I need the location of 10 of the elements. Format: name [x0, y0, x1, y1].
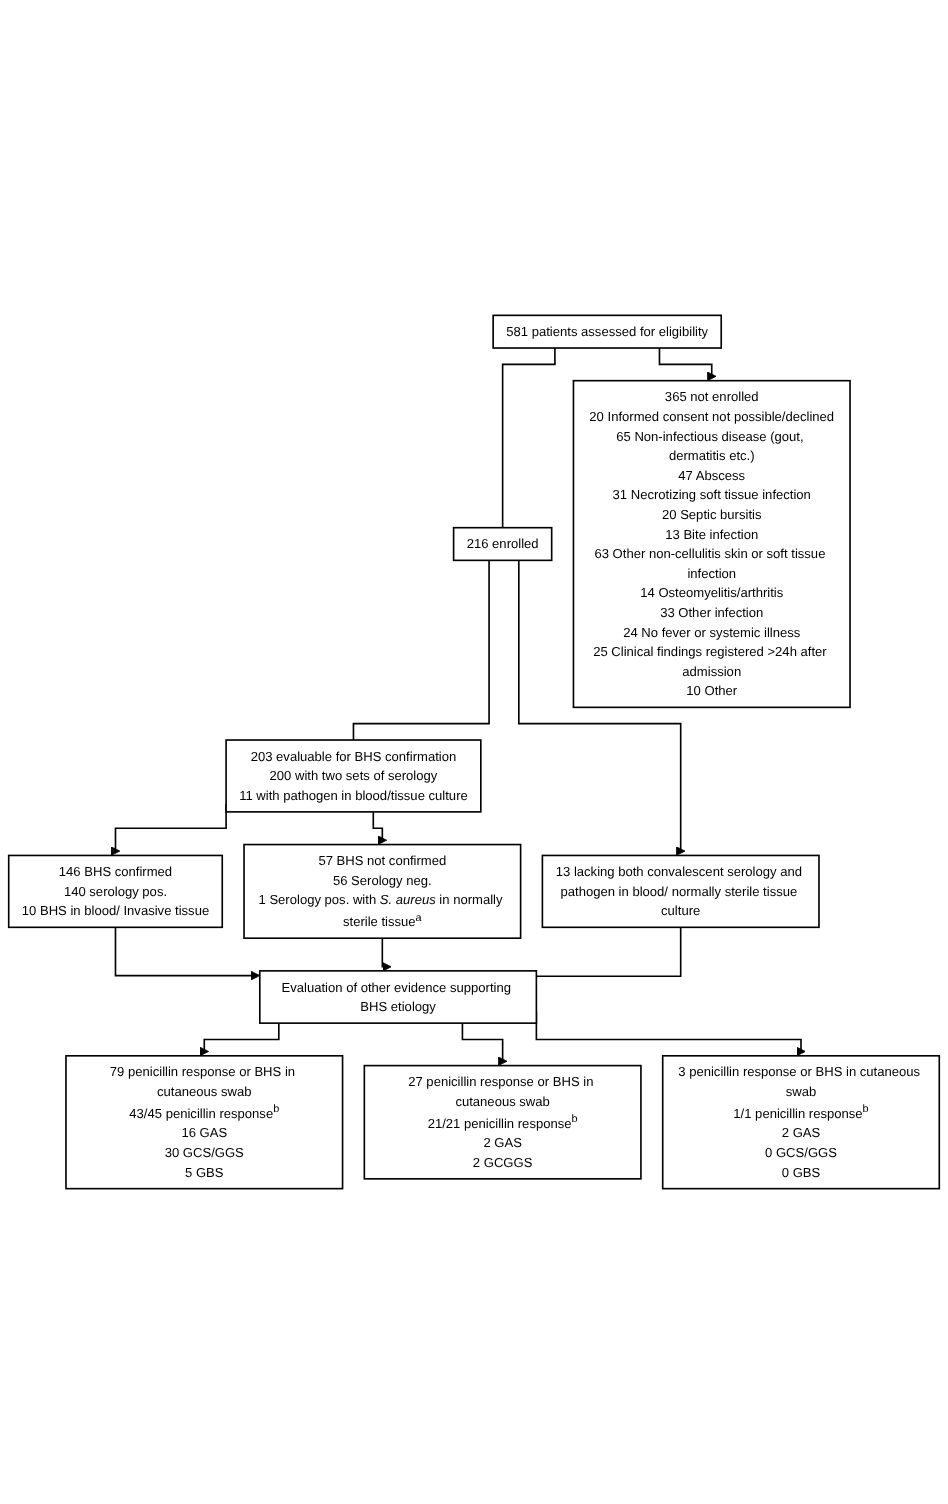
- arrow: [658, 347, 717, 382]
- arrow: [518, 559, 686, 856]
- connector: [501, 347, 556, 529]
- arrow: [114, 926, 261, 981]
- arrow: [199, 1022, 280, 1057]
- arrow: [381, 937, 392, 972]
- arrow: [461, 1022, 508, 1067]
- arrow: [372, 811, 388, 845]
- connector: [352, 559, 490, 741]
- connector: [535, 926, 682, 978]
